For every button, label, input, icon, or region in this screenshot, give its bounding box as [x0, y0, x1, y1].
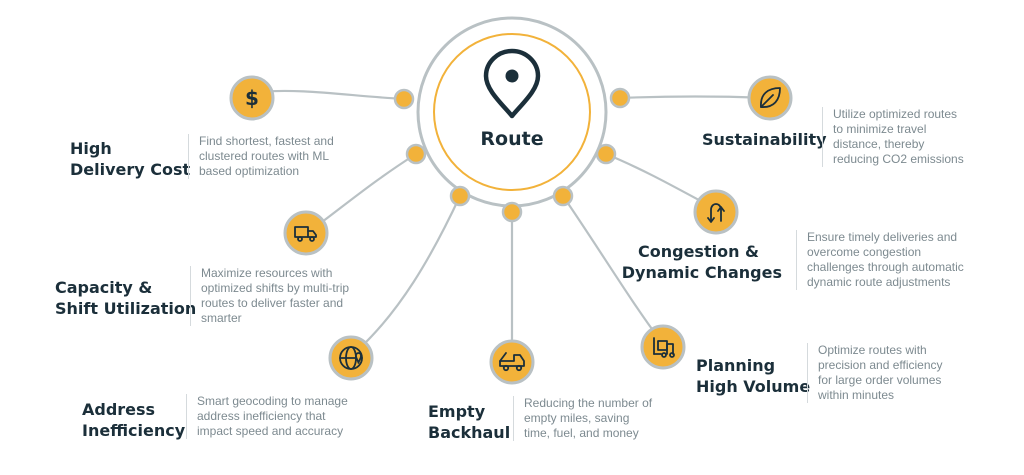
item-desc-planning-high-volume: Optimize routes with precision and effic… — [807, 343, 943, 403]
item-title-sustainability: Sustainability — [702, 130, 827, 149]
leaf-icon — [760, 87, 781, 108]
item-desc-high-delivery-cost: Find shortest, fastest and clustered rou… — [188, 134, 334, 179]
node-congestion — [595, 143, 617, 165]
dollar-icon: $ — [245, 86, 259, 110]
connector-sustainability — [618, 95, 772, 100]
node-empty-backhaul — [501, 201, 523, 223]
forklift-icon — [653, 337, 675, 358]
node-high-delivery-cost — [393, 88, 415, 110]
item-desc-sustainability: Utilize optimized routes to minimize tra… — [822, 107, 964, 167]
badge-high-delivery-cost — [229, 75, 275, 121]
truck-icon — [294, 226, 317, 242]
badge-planning-high-volume — [640, 324, 686, 370]
node-planning-high-volume — [552, 185, 574, 207]
item-title-empty-backhaul: Empty Backhaul — [428, 402, 511, 442]
item-title-address-inefficiency: Address Inefficiency — [82, 400, 186, 440]
item-title-high-delivery-cost: High Delivery Cost — [70, 139, 191, 179]
route-hub — [416, 16, 608, 208]
u-turn-icon — [707, 203, 725, 223]
item-desc-congestion: Ensure timely deliveries and overcome co… — [796, 230, 964, 290]
connector-address-inefficiency — [358, 194, 462, 350]
item-title-capacity-shift: Capacity & Shift Utilization — [55, 278, 197, 318]
connector-congestion — [604, 152, 712, 208]
badge-capacity-shift — [283, 210, 329, 256]
item-desc-address-inefficiency: Smart geocoding to manage address ineffi… — [186, 394, 348, 439]
hub-label: Route — [480, 128, 544, 150]
tow-truck-icon — [499, 352, 525, 372]
item-desc-empty-backhaul: Reducing the number of empty miles, savi… — [513, 396, 652, 441]
item-title-planning-high-volume: Planning High Volume — [696, 356, 811, 396]
connector-capacity-shift — [316, 152, 418, 227]
item-desc-capacity-shift: Maximize resources with optimized shifts… — [190, 266, 349, 326]
map-pin-icon — [483, 48, 541, 119]
badge-empty-backhaul — [489, 339, 535, 385]
node-address-inefficiency — [449, 185, 471, 207]
globe-pin-icon — [339, 346, 363, 370]
connector-planning-high-volume — [561, 194, 662, 342]
connector-high-delivery-cost — [258, 89, 406, 101]
node-sustainability — [609, 87, 631, 109]
node-capacity-shift — [405, 143, 427, 165]
badge-congestion — [693, 189, 739, 235]
item-title-congestion: Congestion & Dynamic Changes — [621, 242, 782, 282]
